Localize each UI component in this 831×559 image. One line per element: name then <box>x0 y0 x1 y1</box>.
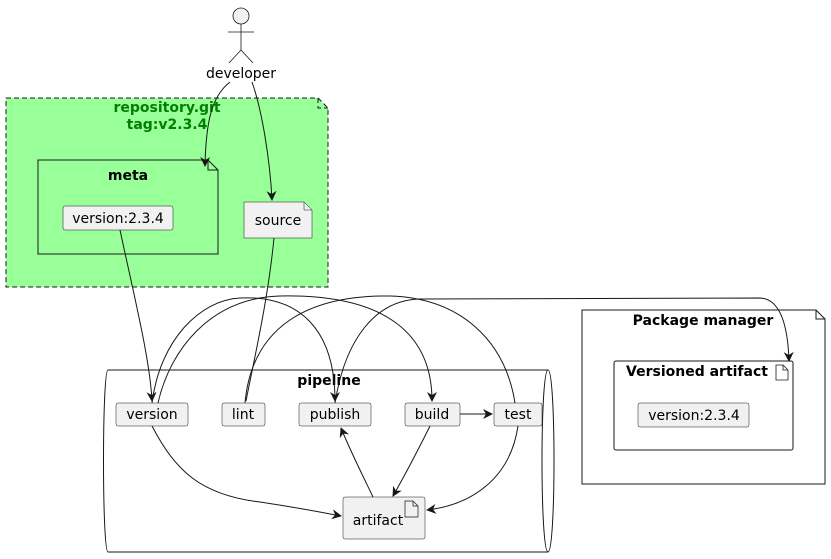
source-file <box>243 201 313 239</box>
package-version: version:2.3.4 <box>648 408 740 424</box>
versioned-artifact-title: Versioned artifact <box>626 364 768 380</box>
edge-version-build <box>157 295 437 404</box>
package-version-box <box>637 402 750 428</box>
package-manager-title: Package manager <box>633 313 774 329</box>
artifact-icon <box>404 500 419 518</box>
edge-developer-meta <box>200 81 231 167</box>
versioned-artifact-icon <box>775 364 789 381</box>
edge-version-artifact <box>151 425 342 520</box>
meta-version: version:2.3.4 <box>72 211 164 227</box>
artifact-label: artifact <box>353 513 404 529</box>
edge-artifact-publish <box>339 427 374 498</box>
edge-developer-source <box>251 81 277 201</box>
edge-test-artifact <box>426 425 519 514</box>
meta-version-box <box>62 205 174 231</box>
developer-actor <box>228 7 254 64</box>
edge-build-artifact <box>392 425 431 497</box>
edge-publish-versioned <box>334 297 794 404</box>
step-test: test <box>505 407 532 423</box>
edge-version-publish <box>151 297 340 404</box>
edge-meta-version <box>119 229 157 402</box>
step-version: version <box>126 407 177 423</box>
pipeline-title: pipeline <box>297 373 360 389</box>
meta-title: meta <box>108 168 148 184</box>
developer-label: developer <box>206 66 276 82</box>
step-lint-box <box>221 402 266 427</box>
pipeline-frame <box>103 369 555 553</box>
edge-source-lint <box>245 237 275 402</box>
step-lint: lint <box>232 407 255 423</box>
step-build: build <box>415 407 449 423</box>
step-publish: publish <box>310 407 361 423</box>
edge-test-lint <box>244 295 516 404</box>
repository-tag: tag:v2.3.4 <box>127 117 208 133</box>
repository-title: repository.git <box>113 100 220 116</box>
artifact-box <box>342 496 426 540</box>
source-label: source <box>255 213 302 229</box>
